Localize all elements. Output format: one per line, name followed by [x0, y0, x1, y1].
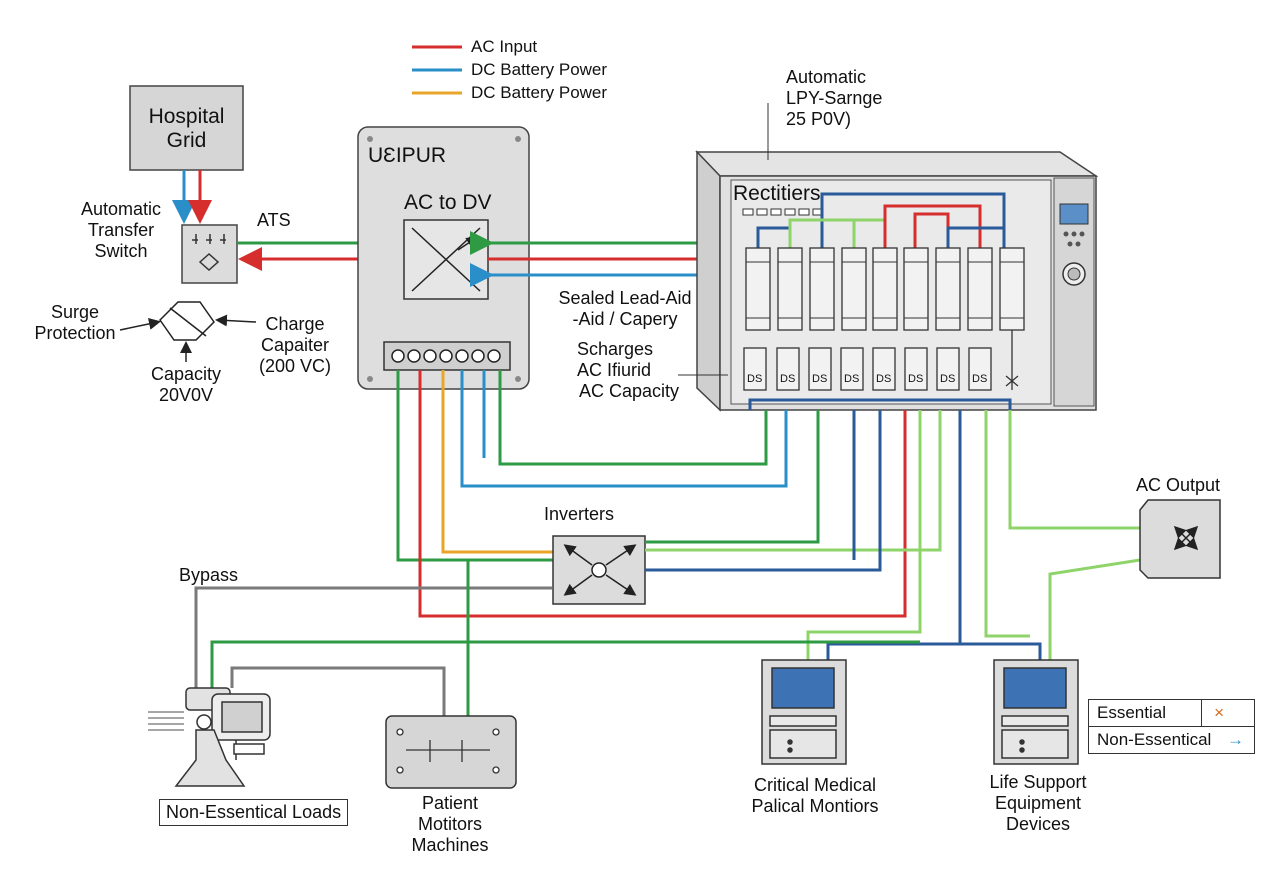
inverters-label: Inverters [544, 504, 615, 524]
ats-tag: ATS [257, 210, 291, 230]
converter-label: AC to DV [404, 191, 492, 214]
breaker-tag: DS [812, 373, 828, 385]
critical-medical-computer [761, 659, 847, 765]
bypass-label: Bypass [179, 565, 239, 585]
critical-medical-label: Critical Medical Palical Montiors [751, 775, 879, 816]
ac-output-label: AC Output [1136, 475, 1221, 495]
life-support-label: Life Support Equipment Devices [989, 772, 1087, 834]
legend-dc-battery-orange: DC Battery Power [471, 83, 608, 102]
breaker-tag: DS [844, 373, 860, 385]
patient-monitors-label: Patient Motitors Machines [411, 793, 489, 855]
capacity-label: Capacity 20V0V [150, 364, 222, 405]
patient-monitor-panel [385, 715, 517, 789]
breaker-tag: DS [908, 373, 924, 385]
hospital-grid-box [129, 85, 244, 171]
ups-brand-label: UƐIPUR [368, 144, 447, 167]
hospital-grid-label: Hospital Grid [148, 105, 225, 152]
legend-lines [412, 45, 462, 95]
charges-note: Scharges AC Ifiurid AC Capacity [577, 339, 680, 401]
battery-note: Sealed Lead-Aid -Aid / Capery [558, 288, 692, 329]
charge-capaiter-label: Charge Capaiter (200 VC) [258, 314, 332, 376]
surge-protection-label: Surge Protection [34, 302, 116, 343]
rectifiers-label: Rectitiers [733, 182, 821, 205]
ac-output-box [1139, 499, 1221, 579]
essential-marker-icon: × [1214, 703, 1224, 722]
key-row-non-essential: Non-Essentical → [1089, 727, 1254, 753]
legend-dc-battery-blue: DC Battery Power [471, 60, 608, 79]
key-table: Essential × Non-Essentical → [1088, 699, 1255, 754]
breaker-tag: DS [747, 373, 763, 385]
breaker-modules [743, 347, 992, 391]
equipment-icon [148, 687, 271, 787]
breaker-tag: DS [780, 373, 796, 385]
surge-symbol [119, 301, 257, 362]
ats-box [181, 224, 238, 284]
key-row-essential: Essential × [1089, 700, 1254, 727]
ats-label: Automatic Transfer Switch [80, 199, 162, 261]
breaker-tag: DS [876, 373, 892, 385]
breaker-tag: DS [972, 373, 988, 385]
legend-ac-input: AC Input [471, 37, 538, 56]
breaker-tag: DS [940, 373, 956, 385]
life-support-computer [993, 659, 1079, 765]
non-essential-arrow-icon: → [1227, 730, 1244, 749]
rack-top-label: Automatic LPY-Sarnge 25 P0V) [786, 67, 883, 129]
key-label: Non-Essentical [1097, 730, 1212, 749]
key-label: Essential [1097, 703, 1166, 722]
non-essential-loads-label: Non-Essentical Loads [159, 799, 349, 826]
